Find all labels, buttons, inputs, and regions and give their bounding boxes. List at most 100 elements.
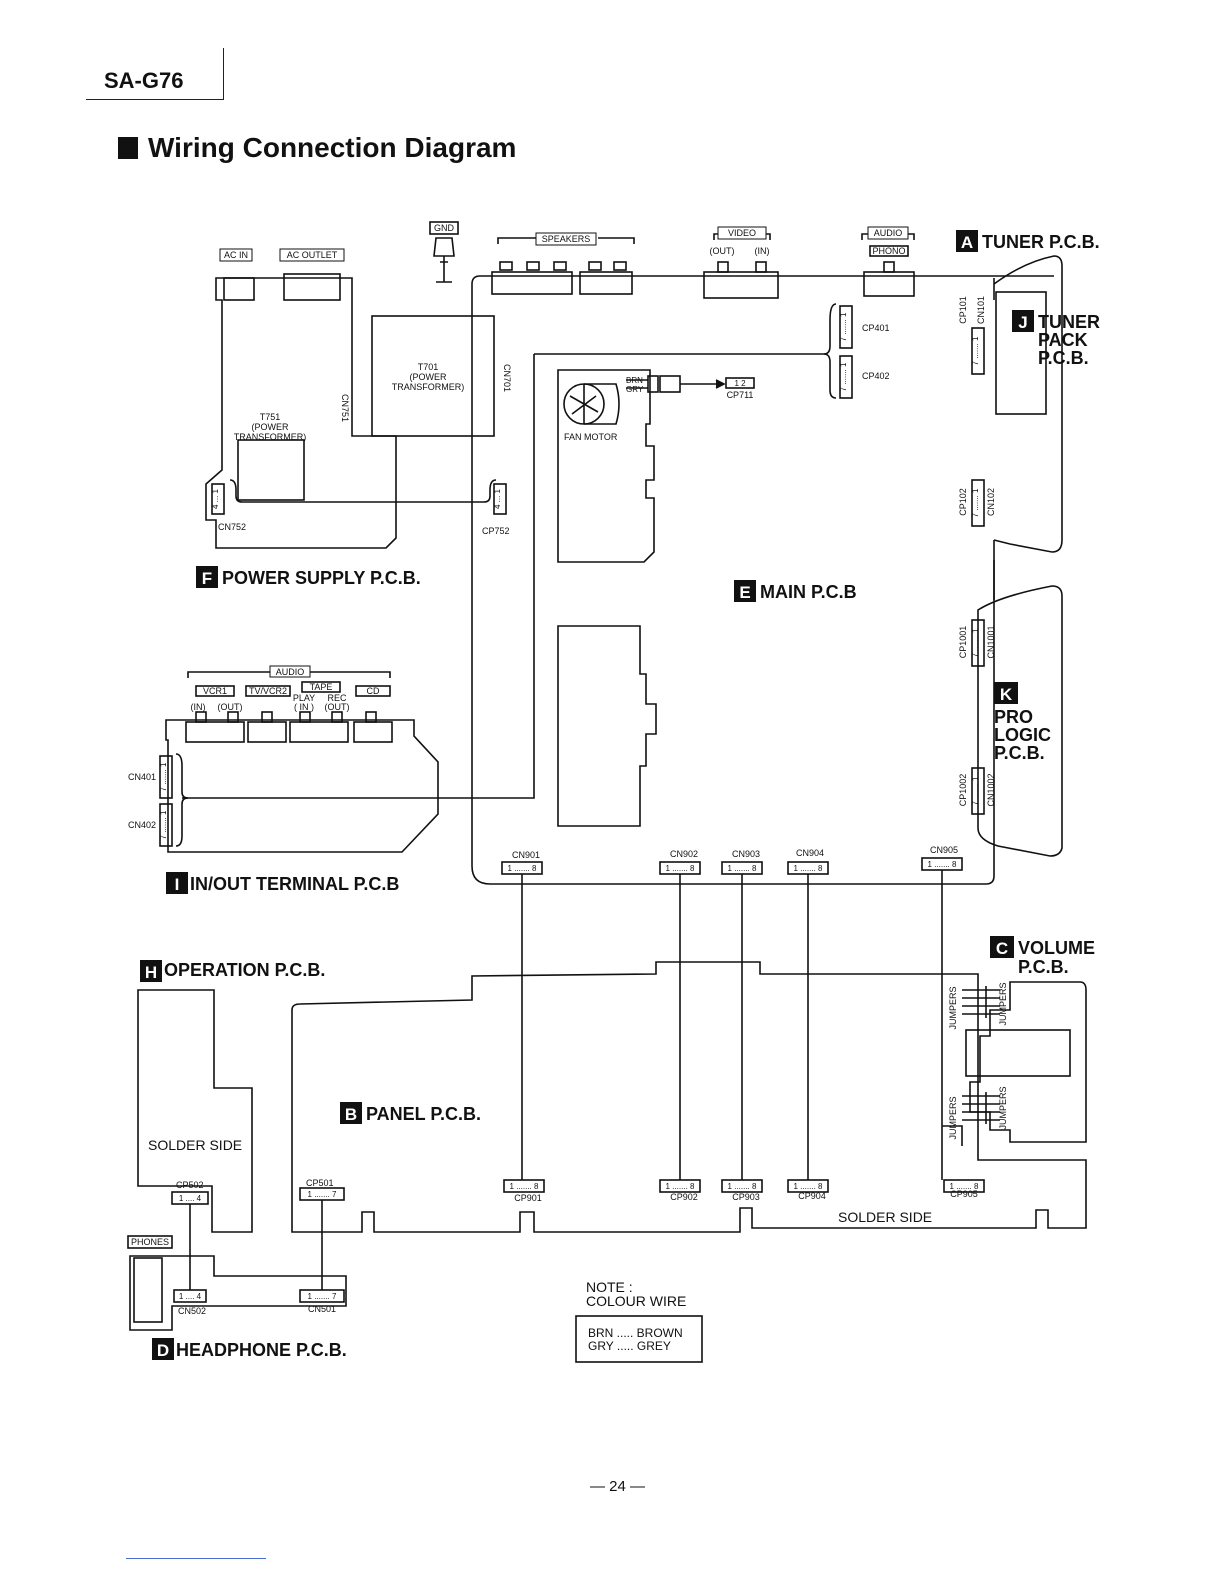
cp903-connector [721,1179,763,1193]
cp401-label: CP401 [862,323,890,333]
gry-wire-label: GRY [626,385,644,394]
cp102-connector [971,479,985,527]
t701-line2: (POWER [410,372,447,382]
cn905-label: CN905 [930,845,958,855]
video-in-label: (IN) [755,246,770,256]
cn1002-label: CN1002 [986,773,996,806]
cn401-pins: 7 ....... 1 [159,762,168,791]
note-title: NOTE : [586,1279,633,1295]
badge-d [152,1338,174,1360]
t701-line3: TRANSFORMER) [392,382,465,392]
cp903-label: CP903 [732,1192,760,1202]
operation-solder-side-label: SOLDER SIDE [148,1137,242,1153]
cp904-pins: 1 ....... 8 [794,1182,823,1191]
cp402-pins: 7 ....... 1 [839,362,848,391]
inout-pcb-label: IN/OUT TERMINAL P.C.B [190,874,399,894]
vcr1-out-label: (OUT) [218,702,243,712]
cp904-label: CP904 [798,1191,826,1201]
tuner-pcb-label: TUNER P.C.B. [982,232,1100,252]
cp1001-pins: 7 ....... 1 [971,628,980,657]
model-number: SA-G76 [104,68,184,93]
phones-box [127,1235,173,1249]
gnd-terminal [433,237,455,283]
main-board-outline [471,275,1054,885]
cp102-label: CP102 [958,488,968,516]
note-subtitle: COLOUR WIRE [586,1293,686,1309]
brn-wire-label: BRN [626,376,643,385]
badge-h-letter: H [145,963,157,982]
cn402-label: CN402 [128,820,156,830]
badge-f [196,566,218,588]
cp902-pins: 1 ....... 8 [666,1182,695,1191]
inout-block-1 [185,721,245,743]
cn752-pins: 4 ... 1 [211,488,220,509]
audio-top-label: AUDIO [874,228,903,238]
cn701-label: CN701 [502,364,512,392]
cp903-pins: 1 ....... 8 [728,1182,757,1191]
cp502-pins: 1 .... 4 [179,1194,202,1203]
headphone-pcb-label: HEADPHONE P.C.B. [176,1340,347,1360]
cp401-pins: 7 ....... 1 [839,312,848,341]
inout-board-outline [165,719,439,853]
badge-f-letter: F [202,569,212,588]
inout-block-3 [289,721,349,743]
cn904-label: CN904 [796,848,824,858]
phono-jack [883,261,895,273]
panel-solder-side-label: SOLDER SIDE [838,1209,932,1225]
main-lower-inner-outline [557,625,657,827]
pro-logic-line1: PRO [994,707,1033,727]
fan-section-outline [557,369,655,563]
note-gry: GRY ..... GREY [588,1339,671,1353]
rec-label: REC [327,693,347,703]
headphone-board-outline [129,1255,347,1331]
video-bracket [713,233,771,240]
cp402-label: CP402 [862,371,890,381]
cn401-connector [159,755,173,799]
jumpers-label-top-left: JUMPERS [948,986,958,1029]
cp905-connector [943,1179,985,1193]
cn902-pins: 1 ....... 8 [666,864,695,873]
header-rule-vertical [223,48,224,100]
cp101-pins: 7 ....... 1 [971,336,980,365]
note-box [575,1315,703,1363]
cp402-connector [839,355,853,399]
cp1001-connector [971,619,985,667]
tape-in-label: ( IN ) [294,702,314,712]
badge-i [166,872,188,894]
phono-block [863,271,915,297]
ac-in-label: AC IN [224,250,248,260]
volume-line2: P.C.B. [1018,957,1069,977]
t751-line1: T751 [260,412,281,422]
jumpers-label-bottom-right: JUMPERS [998,1086,1008,1129]
t701-transformer [371,315,495,437]
pro-logic-line2: LOGIC [994,725,1051,745]
main-inner-wire-left [182,354,535,799]
t751-transformer [237,439,305,501]
vcr1-label: VCR1 [203,686,227,696]
page-title-text: Wiring Connection Diagram [148,132,517,163]
speakers-block-left [491,271,573,295]
cp901-connector [503,1179,545,1193]
cn502-label: CN502 [178,1306,206,1316]
audio-top-bracket [861,233,915,240]
tape-out-label: (OUT) [325,702,350,712]
badge-h [140,960,162,982]
page-title: Wiring Connection Diagram [118,132,516,164]
fan-motor-label: FAN MOTOR [564,432,618,442]
cp401-connector [839,305,853,349]
cn903-pins: 1 ....... 8 [728,864,757,873]
cn905-pins: 1 ....... 8 [928,860,957,869]
jumpers-bottom-wires [962,1092,1000,1124]
cn901-label: CN901 [512,850,540,860]
ac-outlet-label: AC OUTLET [287,250,338,260]
cd-box [355,685,391,697]
cn401-label: CN401 [128,772,156,782]
tuner-pack-line1: TUNER [1038,312,1100,332]
cn502-pins: 1 .... 4 [179,1292,202,1301]
note-brn: BRN ..... BROWN [588,1326,683,1340]
video-in-jack [755,261,767,273]
page-number: — 24 — [590,1478,646,1495]
badge-c [990,936,1014,958]
operation-pcb-label: OPERATION P.C.B. [164,960,325,980]
badge-j [1012,310,1034,332]
